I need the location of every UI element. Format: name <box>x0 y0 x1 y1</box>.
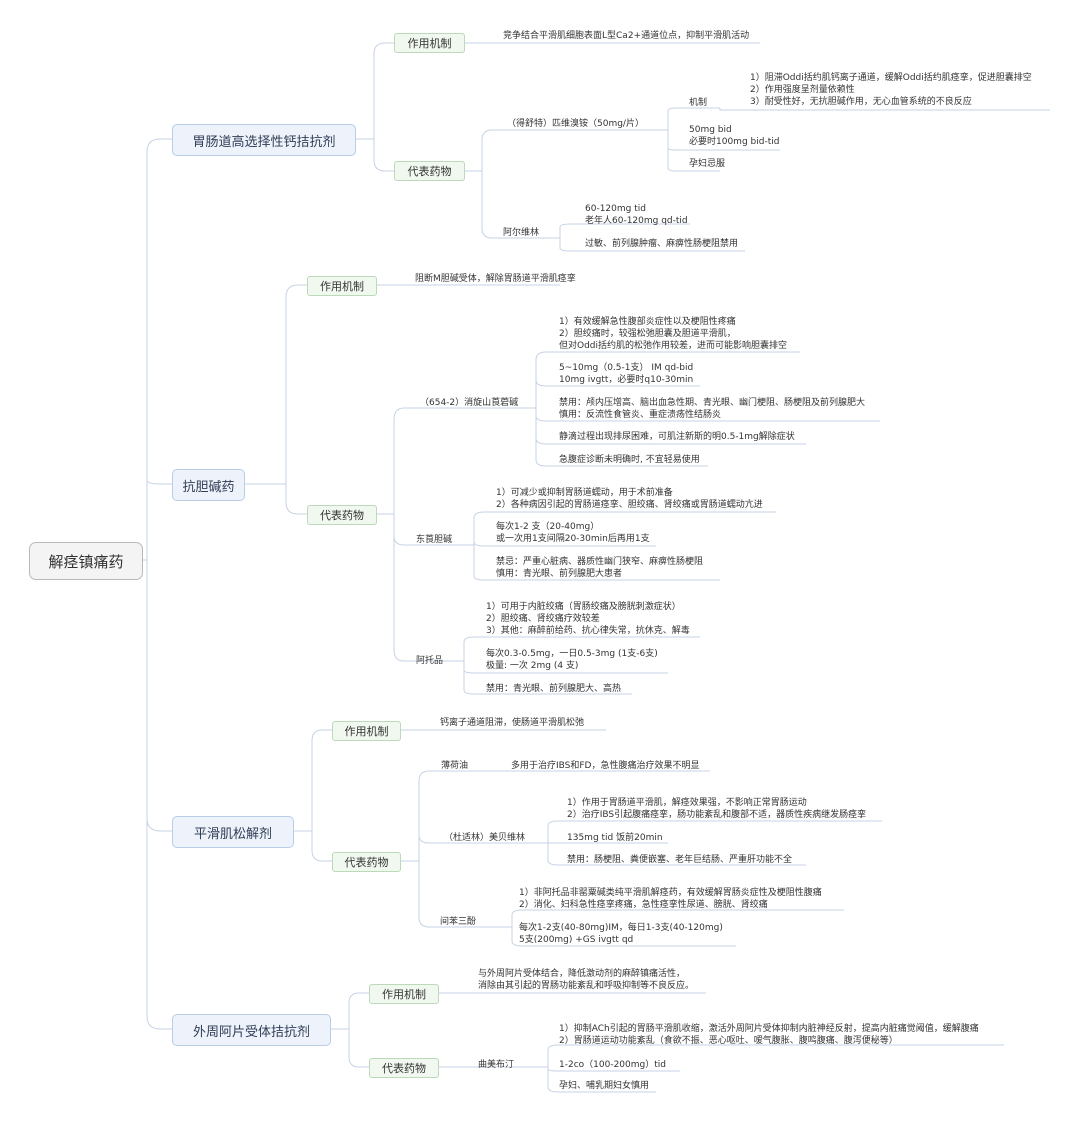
drug-peppermint-oil-note: 多用于治疗IBS和FD，急性腹痛治疗效果不明显 <box>511 761 700 771</box>
drug-mebeverine-contraindications: 禁用：肠梗阻、粪便嵌塞、老年巨结肠、严重肝功能不全 <box>567 855 793 865</box>
drug-trimebutine-dosage: 1-2co（100-200mg）tid <box>559 1060 666 1070</box>
drug-trimebutine-indications: 1）抑制ACh引起的胃肠平滑肌收缩，激活外周阿片受体抑制内脏神经反射，提高内脏痛… <box>559 1024 979 1046</box>
drug-pinaverium-contraindication: 孕妇忌服 <box>689 159 726 169</box>
drug-mebeverine[interactable]: （杜适林）美贝维林 <box>444 833 526 843</box>
drug-atropine-contraindications: 禁用：青光眼、前列腺肥大、高热 <box>486 684 622 694</box>
drug-anisodamine-note: 静滴过程出现排尿困难，可肌注新斯的明0.5-1mg解除症状 <box>559 432 795 442</box>
subtopic-mechanism[interactable]: 作用机制 <box>332 721 401 741</box>
subtopic-representative-drugs[interactable]: 代表药物 <box>369 1058 439 1078</box>
drug-phloroglucinol[interactable]: 间苯三酚 <box>440 917 477 927</box>
topic-anticholinergics[interactable]: 抗胆碱药 <box>172 469 245 501</box>
drug-atropine-dosage: 每次0.3-0.5mg，一日0.5-3mg (1支-6支)极量: 一次 2mg … <box>486 649 658 671</box>
drug-trimebutine[interactable]: 曲美布汀 <box>478 1060 515 1070</box>
drug-peppermint-oil[interactable]: 薄荷油 <box>441 761 469 771</box>
drug-anisodamine-contraindications: 禁用：颅内压增高、脑出血急性期、青光眼、幽门梗阻、肠梗阻及前列腺肥大慎用：反流性… <box>559 398 866 420</box>
subtopic-mechanism[interactable]: 作用机制 <box>394 33 465 53</box>
subtopic-representative-drugs[interactable]: 代表药物 <box>307 505 377 525</box>
topic-peripheral-opioid-antagonists[interactable]: 外周阿片受体拮抗剂 <box>172 1014 331 1046</box>
topic-gi-selective-calcium-antagonist[interactable]: 胃肠道高选择性钙拮抗剂 <box>172 124 356 156</box>
drug-anisodamine-caution: 急腹症诊断未明确时, 不宜轻易使用 <box>559 455 700 465</box>
root-topic[interactable]: 解痉镇痛药 <box>29 542 143 580</box>
drug-scopolamine-dosage: 每次1-2 支（20-40mg）或一次用1支间隔20-30min后再用1支 <box>496 522 650 544</box>
drug-phloroglucinol-dosage: 每次1-2支(40-80mg)IM，每日1-3支(40-120mg)5支(200… <box>519 923 723 945</box>
mechanism-line-1: 与外周阿片受体结合，降低激动剂的麻醉镇痛活性， <box>478 969 686 979</box>
drug-alverine[interactable]: 阿尔维林 <box>503 228 540 238</box>
mechanism-text: 与外周阿片受体结合，降低激动剂的麻醉镇痛活性， 消除由其引起的胃肠功能紊乱和呼吸… <box>478 968 694 992</box>
drug-scopolamine-contraindications: 禁忌：严重心脏病、器质性幽门狭窄、麻痹性肠梗阻慎用：青光眼、前列腺肥大患者 <box>496 557 704 579</box>
drug-anisodamine[interactable]: （654-2）消旋山莨菪碱 <box>420 398 519 408</box>
drug-mebeverine-dosage: 135mg tid 饭前20min <box>567 833 663 843</box>
subtopic-representative-drugs[interactable]: 代表药物 <box>332 852 401 872</box>
drug-atropine[interactable]: 阿托品 <box>416 656 444 666</box>
subtopic-mechanism[interactable]: 作用机制 <box>307 276 377 296</box>
subtopic-representative-drugs[interactable]: 代表药物 <box>394 161 465 181</box>
topic-smooth-muscle-relaxants[interactable]: 平滑肌松解剂 <box>172 816 294 848</box>
drug-pinaverium-mechanism-label: 机制 <box>689 98 708 108</box>
drug-scopolamine[interactable]: 东莨胆碱 <box>416 535 453 545</box>
drug-alverine-contraindication: 过敏、前列腺肿瘤、麻痹性肠梗阻禁用 <box>585 239 739 249</box>
drug-pinaverium[interactable]: （得舒特）匹维溴铵（50mg/片） <box>507 119 644 129</box>
mechanism-text: 阻断M胆碱受体，解除胃肠道平滑肌痉挛 <box>415 274 576 284</box>
subtopic-mechanism[interactable]: 作用机制 <box>369 984 439 1004</box>
mechanism-line-2: 消除由其引起的胃肠功能紊乱和呼吸抑制等不良反应。 <box>478 981 695 991</box>
drug-trimebutine-caution: 孕妇、哺乳期妇女慎用 <box>559 1081 650 1091</box>
mechanism-text: 钙离子通道阻滞，使肠道平滑肌松弛 <box>440 718 585 728</box>
mechanism-text: 竞争结合平滑肌细胞表面L型Ca2+通道位点，抑制平滑肌活动 <box>503 31 750 41</box>
